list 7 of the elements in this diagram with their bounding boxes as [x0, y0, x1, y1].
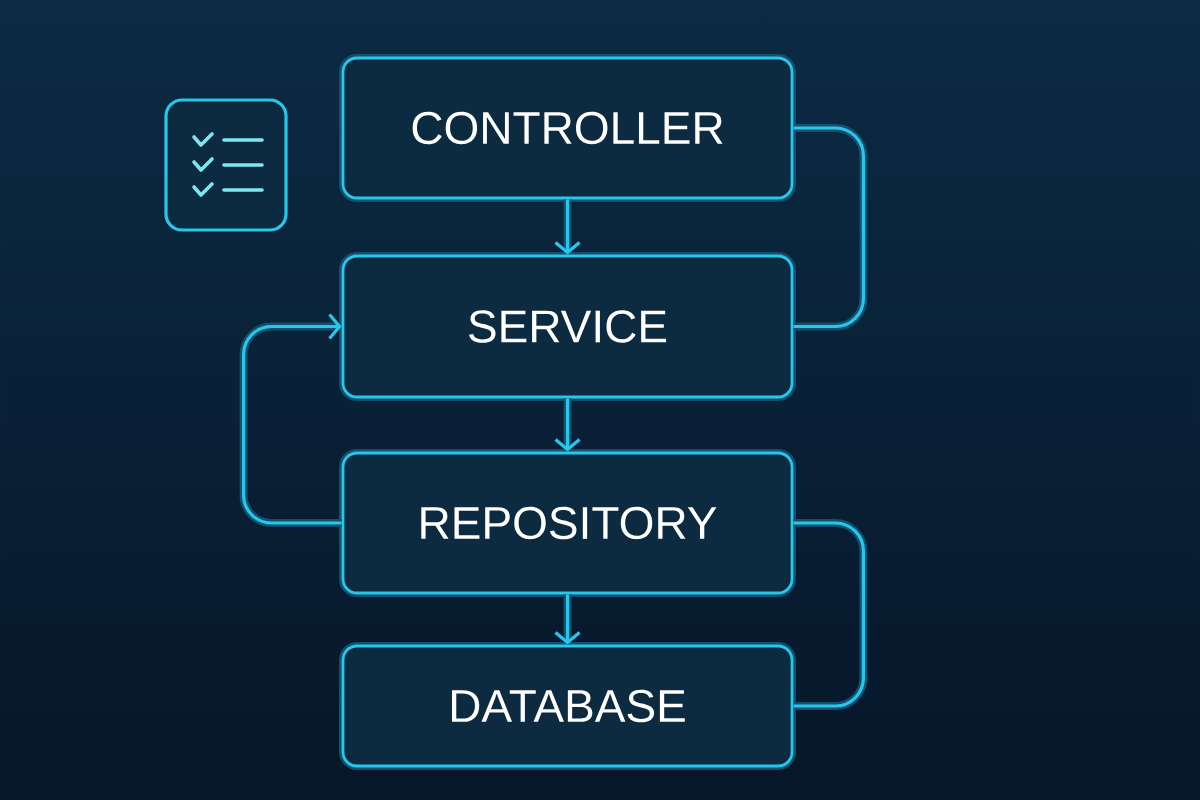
arrow — [554, 199, 581, 255]
process-box: CONTROLLER — [339, 54, 796, 202]
arrow — [239, 313, 342, 527]
process-box: DATABASE — [339, 642, 796, 770]
process-box: SERVICE — [339, 252, 796, 401]
process-box: REPOSITORY — [339, 449, 796, 597]
arrow — [554, 398, 581, 452]
